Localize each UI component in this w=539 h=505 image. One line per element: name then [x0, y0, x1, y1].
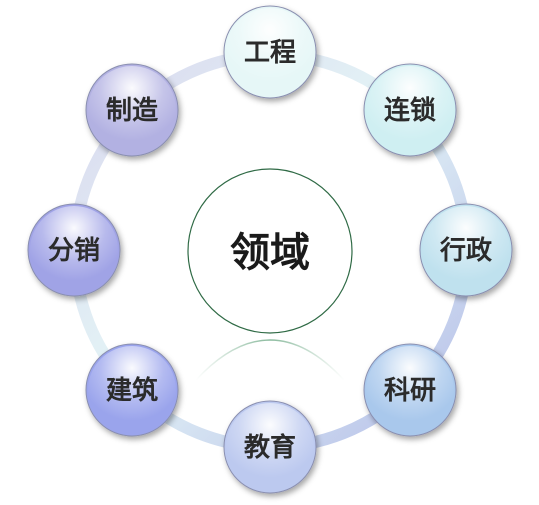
- node-manufacturing: 制造: [85, 63, 179, 157]
- node-distribution: 分销: [27, 203, 121, 297]
- node-highlight: [88, 66, 176, 154]
- node-highlight: [422, 206, 510, 294]
- node-label: 连锁: [384, 95, 436, 126]
- node-label: 建筑: [106, 375, 158, 406]
- node-administration: 行政: [419, 203, 513, 297]
- node-chain: 连锁: [363, 63, 457, 157]
- node-highlight: [366, 346, 454, 434]
- center-circle: 领域: [187, 168, 353, 334]
- node-highlight: [366, 66, 454, 154]
- node-highlight: [88, 346, 176, 434]
- node-label: 科研: [384, 376, 436, 406]
- center-label: 领域: [230, 230, 310, 276]
- node-highlight: [30, 206, 118, 294]
- node-construction: 建筑: [85, 343, 179, 437]
- node-highlight: [226, 403, 314, 491]
- node-label: 行政: [439, 235, 492, 266]
- node-label: 制造: [106, 96, 158, 126]
- reflection-arc: [195, 339, 345, 381]
- node-research: 科研: [363, 343, 457, 437]
- node-highlight: [226, 8, 314, 96]
- node-education: 教育: [223, 400, 317, 494]
- node-label: 分销: [48, 236, 100, 266]
- node-label: 工程: [244, 38, 296, 68]
- node-label: 教育: [244, 432, 296, 463]
- node-engineering: 工程: [223, 5, 317, 99]
